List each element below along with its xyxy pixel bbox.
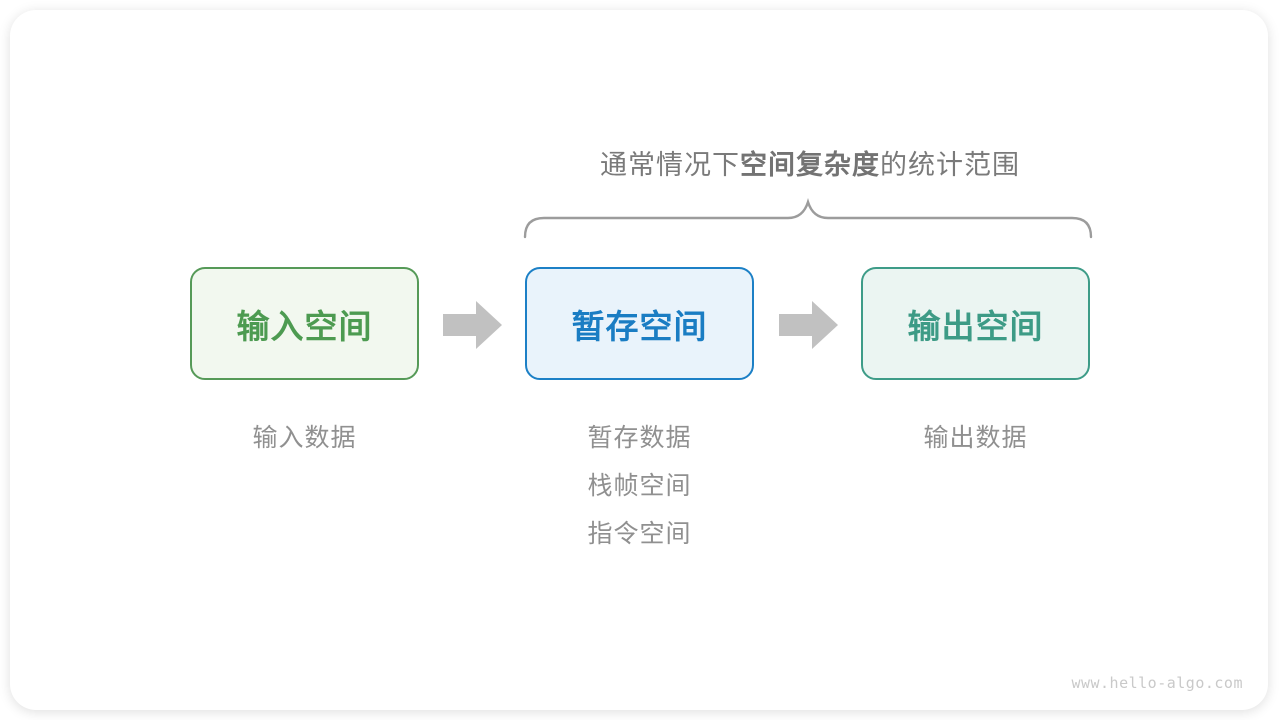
note-line: 输入数据: [252, 424, 357, 452]
box-input-space: 输入空间: [190, 267, 419, 380]
title-emphasis: 空间复杂度: [740, 150, 880, 180]
note-line: 栈帧空间: [587, 472, 692, 500]
watermark-text: www.hello-algo.com: [1071, 674, 1243, 692]
title-suffix: 的统计范围: [880, 150, 1020, 180]
over-brace-icon: [523, 198, 1093, 239]
note-line: 暂存数据: [587, 424, 692, 452]
note-temp-space: 暂存数据 栈帧空间 指令空间: [525, 414, 754, 558]
arrow-right-icon: [779, 301, 838, 349]
box-temp-space-label: 暂存空间: [571, 307, 708, 345]
title-prefix: 通常情况下: [600, 150, 740, 180]
diagram-title: 通常情况下空间复杂度的统计范围: [500, 143, 1120, 182]
box-output-space: 输出空间: [861, 267, 1090, 380]
box-input-space-label: 输入空间: [236, 307, 373, 345]
box-temp-space: 暂存空间: [525, 267, 754, 380]
box-output-space-label: 输出空间: [907, 307, 1044, 345]
note-line: 输出数据: [923, 424, 1028, 452]
arrow-right-icon: [443, 301, 502, 349]
note-line: 指令空间: [587, 520, 692, 548]
note-input-space: 输入数据: [190, 414, 419, 462]
note-output-space: 输出数据: [861, 414, 1090, 462]
